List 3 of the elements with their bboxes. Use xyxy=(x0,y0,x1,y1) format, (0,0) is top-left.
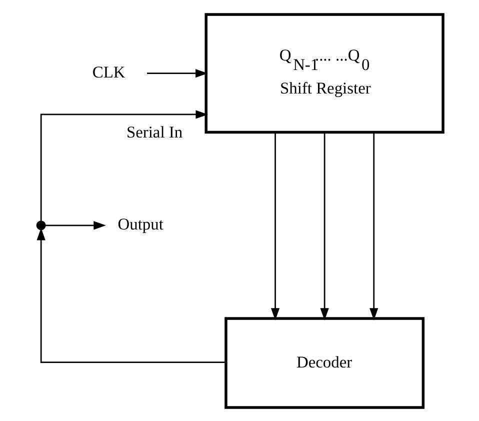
node-text: Output xyxy=(117,214,163,234)
node-text: CLK xyxy=(92,62,125,82)
edge-label: Serial In xyxy=(126,122,182,141)
